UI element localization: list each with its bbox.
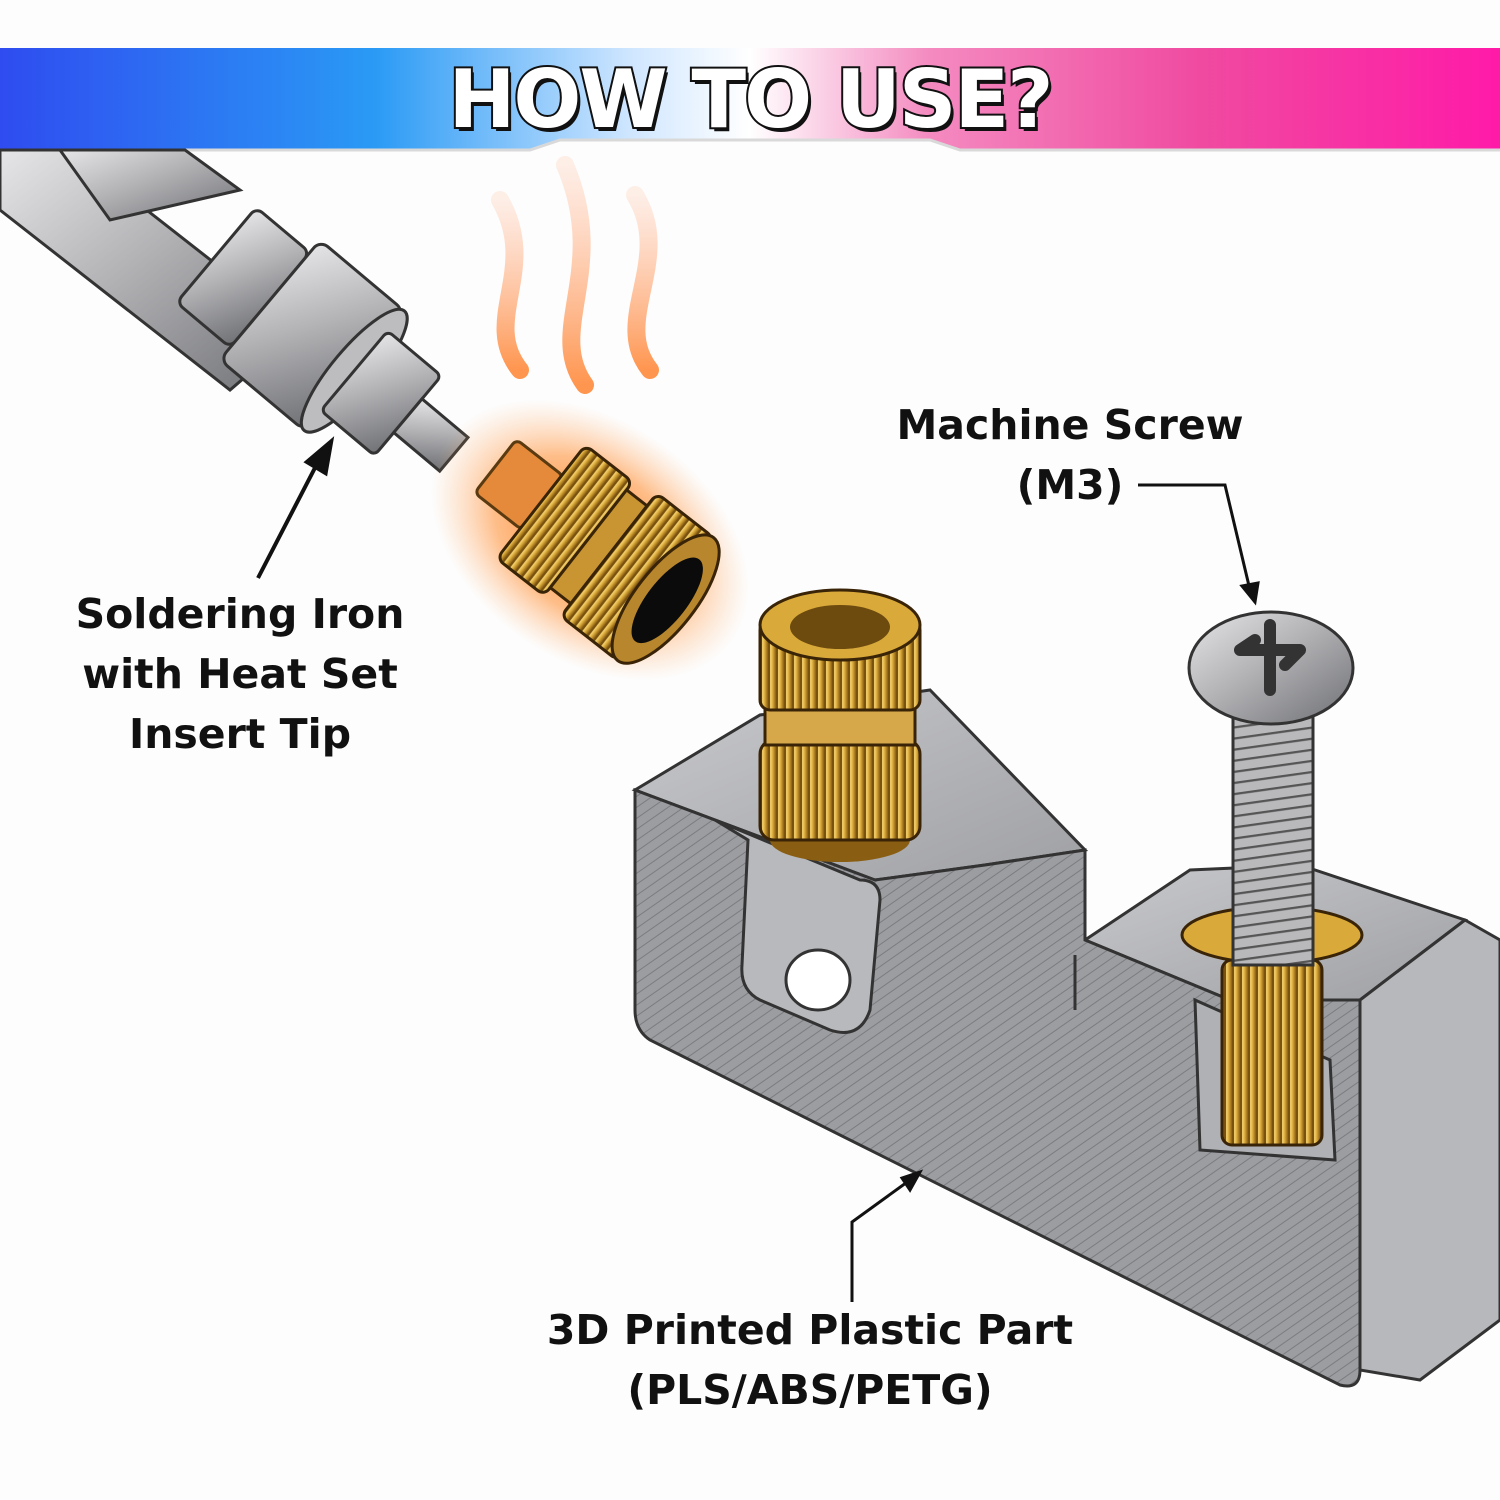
label-line: with Heat Set — [82, 650, 398, 698]
part-leader — [850, 1169, 924, 1302]
label-line: Soldering Iron — [75, 590, 405, 638]
soldering-iron-icon — [0, 148, 471, 474]
heat-set-insert-icon — [758, 588, 922, 862]
title-banner — [0, 48, 1500, 152]
label-line: Machine Screw — [896, 401, 1244, 449]
screw-leader — [1138, 483, 1260, 606]
machine-screw-label: Machine Screw (M3) — [860, 395, 1280, 515]
label-line: (PLS/ABS/PETG) — [627, 1366, 993, 1414]
machine-screw-icon — [1180, 610, 1364, 1147]
plastic-part-label: 3D Printed Plastic Part (PLS/ABS/PETG) — [480, 1300, 1140, 1420]
label-line: 3D Printed Plastic Part — [546, 1306, 1074, 1354]
heated-insert-icon — [430, 399, 750, 681]
soldering-iron-label: Soldering Iron with Heat Set Insert Tip — [40, 584, 440, 764]
label-line: (M3) — [1016, 461, 1124, 509]
page-title: HOW TO USE? — [446, 51, 1055, 148]
heat-waves-icon — [491, 156, 659, 394]
label-line: Insert Tip — [128, 710, 352, 758]
arrow-icon — [256, 436, 335, 579]
